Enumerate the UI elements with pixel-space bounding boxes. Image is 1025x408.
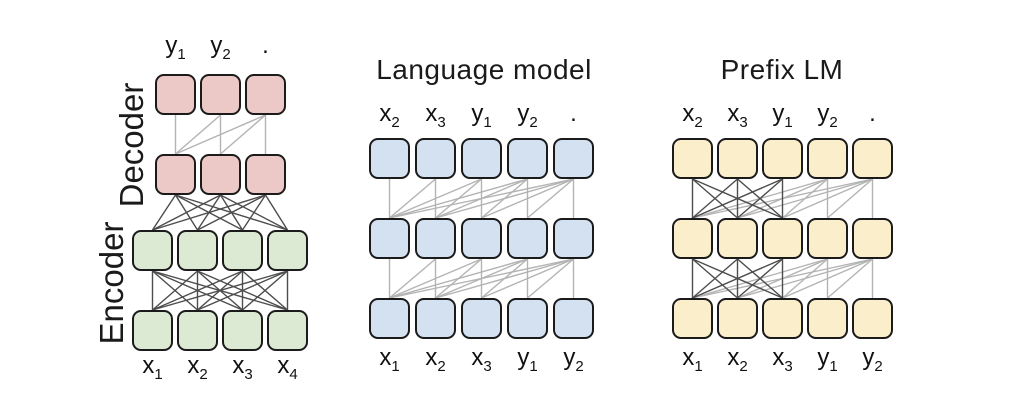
attention-line [389,178,436,219]
attention-line [692,178,738,219]
attention-line [737,178,783,219]
attention-line [220,114,266,155]
attention-line [264,194,289,231]
attention-line [175,114,221,155]
attention-line [737,258,783,299]
attention-line [737,258,873,299]
attention-line [435,258,482,299]
attention-line [481,178,528,219]
attention-line [175,194,243,231]
attention-line [242,270,288,311]
attention-line [692,178,783,219]
attention-line [197,270,288,311]
attention-line [527,178,574,219]
attention-line [782,178,873,219]
attention-line [152,270,288,311]
attention-line [827,258,873,299]
attention-line [151,194,177,231]
attention-line [827,178,873,219]
attention-line [389,258,436,299]
attention-line [737,178,873,219]
attention-line [175,194,288,231]
attention-line [481,258,528,299]
attention-line [174,194,199,231]
attention-line [527,258,574,299]
attention-line [692,258,738,299]
attention-line [152,270,243,311]
attention-line [220,194,288,231]
attention-line [692,258,783,299]
attention-line [782,258,873,299]
attention-line [435,178,482,219]
attention-line [152,270,198,311]
